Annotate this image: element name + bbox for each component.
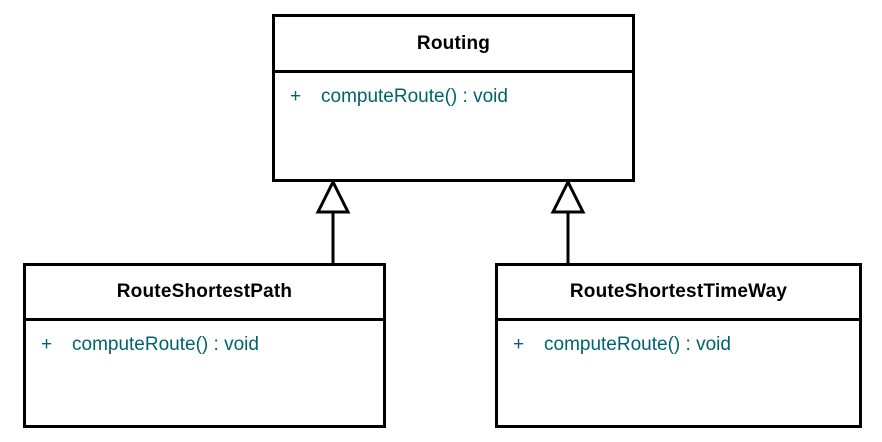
class-name-routing: Routing <box>416 32 491 54</box>
class-header-route-shortest-time-way: RouteShortestTimeWay <box>498 266 859 321</box>
class-members-routing: + computeRoute() : void <box>275 73 632 179</box>
generalization-edge-route-shortest-path[interactable] <box>303 178 363 267</box>
class-box-routing[interactable]: Routing + computeRoute() : void <box>272 14 635 182</box>
member-signature: computeRoute() : void <box>544 334 731 355</box>
member-visibility-marker: + <box>290 86 302 107</box>
member-signature: computeRoute() : void <box>72 334 259 355</box>
member-signature: computeRoute() : void <box>321 86 508 107</box>
member-visibility-marker: + <box>41 334 53 355</box>
class-member-row: + computeRoute() : void <box>498 333 859 357</box>
class-name-route-shortest-path: RouteShortestPath <box>116 281 293 302</box>
hollow-triangle-arrowhead-icon <box>315 178 351 214</box>
member-visibility-marker: + <box>513 334 525 355</box>
class-member-row: + computeRoute() : void <box>275 85 632 109</box>
class-members-route-shortest-time-way: + computeRoute() : void <box>498 321 859 425</box>
class-header-route-shortest-path: RouteShortestPath <box>26 266 383 321</box>
class-member-row: + computeRoute() : void <box>26 333 383 357</box>
class-name-route-shortest-time-way: RouteShortestTimeWay <box>569 281 788 302</box>
class-box-route-shortest-path[interactable]: RouteShortestPath + computeRoute() : voi… <box>23 263 386 428</box>
hollow-triangle-arrowhead-icon <box>550 178 586 214</box>
class-members-route-shortest-path: + computeRoute() : void <box>26 321 383 425</box>
class-header-routing: Routing <box>275 17 632 73</box>
generalization-edge-route-shortest-time-way[interactable] <box>538 178 598 267</box>
class-box-route-shortest-time-way[interactable]: RouteShortestTimeWay + computeRoute() : … <box>495 263 862 428</box>
